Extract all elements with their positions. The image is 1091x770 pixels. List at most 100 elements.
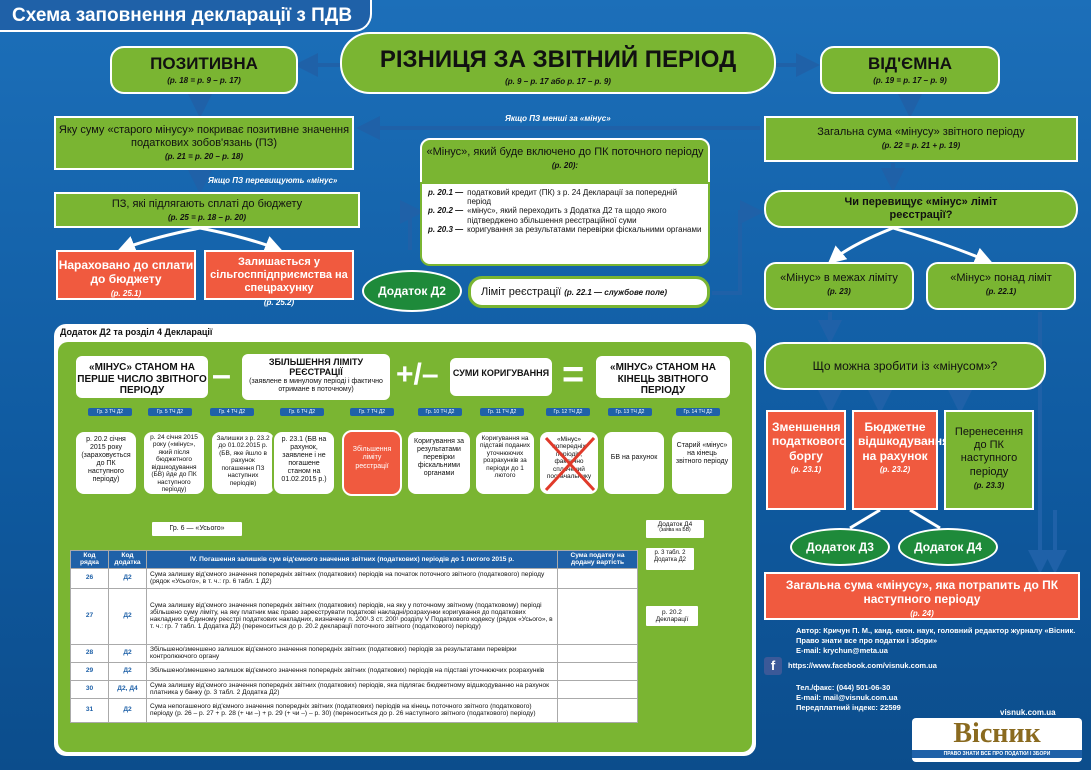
- difference-ref: (р. 9 – р. 17 або р. 17 – р. 9): [505, 76, 611, 86]
- row-sum: [557, 643, 638, 663]
- gr6-total-box: Гр. 6 — «Усього»: [150, 520, 244, 538]
- tag-gr13: Гр. 13 ТЧ Д2: [608, 408, 652, 416]
- d4-ref-box: Додаток Д4 (заява на БВ): [644, 518, 706, 540]
- row-sum: [557, 697, 638, 723]
- tag-gr10: Гр. 10 ТЧ Д2: [418, 408, 462, 416]
- within-text: «Мінус» в межах ліміту: [780, 272, 898, 284]
- minus-sign: –: [212, 356, 231, 394]
- final-minus-box: Загальна сума «мінусу», яка потрапить до…: [764, 572, 1080, 620]
- remain-text: Залишається у сільгосппідприємства на сп…: [210, 256, 348, 295]
- phone: Тел./факс: (044) 501-06-30: [796, 683, 891, 693]
- addon-d3-oval: Додаток Д3: [790, 528, 890, 566]
- limit-ref: (р. 22.1 — службове поле): [564, 288, 668, 297]
- th-section: IV. Погашення залишків сум від'ємного зн…: [146, 550, 558, 569]
- d4-ref-title: Додаток Д4: [657, 521, 693, 528]
- tag-gr12: Гр. 12 ТЧ Д2: [546, 408, 590, 416]
- row-text: Збільшено/зменшено залишок від'ємного зн…: [146, 643, 558, 663]
- positive-ref: (р. 18 = р. 9 – р. 17): [167, 76, 241, 86]
- positive-title: ПОЗИТИВНА: [150, 54, 258, 73]
- equals-sign: =: [562, 354, 585, 396]
- row-code: 28: [70, 643, 109, 663]
- r202-ref-box: р. 20.2 Декларації: [644, 604, 700, 628]
- d4-ref-sub: (заява на БВ): [659, 527, 691, 534]
- cover-ref: (р. 21 = р. 20 – р. 18): [164, 152, 244, 162]
- increase-title: ЗБІЛЬШЕННЯ ЛІМІТУ РЕЄСТРАЦІЇ: [268, 357, 364, 378]
- over-ref: (р. 22.1): [985, 287, 1017, 297]
- refund-ref: (р. 23.2): [879, 465, 911, 475]
- tag-gr14: Гр. 14 ТЧ Д2: [676, 408, 720, 416]
- remain-box: Залишається у сільгосппідприємства на сп…: [204, 250, 354, 307]
- row-text: Сума залишку від'ємного значення поперед…: [146, 587, 558, 645]
- what-can-do-box: Що можна зробити із «мінусом»?: [764, 342, 1046, 390]
- d2-box-7: Коригування на підставі поданих уточнююч…: [474, 430, 536, 496]
- site-url[interactable]: visnuk.com.ua: [1000, 708, 1056, 717]
- th-addon: Код додатка: [108, 550, 147, 569]
- negative-title: ВІД'ЄМНА: [868, 54, 952, 73]
- final-ref: (р. 24): [910, 608, 934, 618]
- d2-box-5: Збільшення ліміту реєстрації: [342, 430, 402, 496]
- budget-ref: (р. 25 = р. 18 – р. 20): [167, 213, 247, 223]
- final-text: Загальна сума «мінусу», яка потрапить до…: [785, 578, 1059, 607]
- exceed-label: Якщо ПЗ перевищують «мінус»: [208, 176, 338, 185]
- visnyk-logo: Вісник ПРАВО ЗНАТИ ВСЕ ПРО ПОДАТКИ І ЗБО…: [912, 718, 1082, 762]
- corrections-box: СУМИ КОРИГУВАННЯ: [448, 356, 554, 398]
- refund-text: Бюджетне відшкодування на рахунок: [858, 420, 950, 463]
- start-minus-box: «МІНУС» СТАНОМ НА ПЕРШЕ ЧИСЛО ЗВІТНОГО П…: [74, 354, 210, 400]
- tag-gr11: Гр. 11 ТЧ Д2: [480, 408, 524, 416]
- line-20-2: р. 20.2 —«мінус», який переходить з Дода…: [428, 206, 667, 225]
- transfer-box: Перенесення до ПК наступного періоду (р.…: [944, 410, 1034, 510]
- row-addon: Д2: [108, 697, 147, 723]
- logo-text: Вісник: [953, 718, 1041, 749]
- tag-gr3: Гр. 3 ТЧ Д2: [88, 408, 132, 416]
- minus-included-ref: (р. 20):: [551, 161, 579, 171]
- cover-text: Яку суму «старого мінусу» покриває позит…: [58, 124, 350, 150]
- row-text: Сума залишку від'ємного значення поперед…: [146, 567, 558, 589]
- accrued-text: Нараховано до сплати до бюджету: [58, 258, 194, 287]
- d2-box-8: «Мінус» попередніх періодів, фактично сп…: [538, 430, 600, 496]
- footer-info: Автор: Кричун П. М., канд. екон. наук, г…: [764, 626, 1084, 760]
- subscription-index: Передплатний індекс: 22599: [796, 702, 901, 712]
- d2-box-3: Залишки з р. 23.2 до 01.02.2015 р. (БВ, …: [210, 430, 276, 496]
- negative-ref: (р. 19 = р. 17 – р. 9): [873, 76, 947, 86]
- total-minus-box: Загальна сума «мінусу» звітного періоду …: [764, 116, 1078, 162]
- row-code: 30: [70, 679, 109, 699]
- budget-text: ПЗ, які підлягають сплаті до бюджету: [111, 198, 303, 210]
- d2-box-6: Коригування за результатами перевірки фі…: [406, 430, 472, 496]
- row-sum: [557, 587, 638, 645]
- d2-box-1: р. 20.2 січня 2015 року (зараховується д…: [74, 430, 138, 496]
- negative-box: ВІД'ЄМНА (р. 19 = р. 17 – р. 9): [820, 46, 1000, 94]
- row-text: Сума залишку від'ємного значення поперед…: [146, 679, 558, 699]
- th-sum: Сума податку на додану вартість: [557, 550, 638, 569]
- section4-table: Код рядка Код додатка IV. Погашення зали…: [70, 550, 638, 723]
- row-code: 26: [70, 567, 109, 589]
- facebook-row: f https://www.facebook.com/visnuk.com.ua: [764, 657, 1084, 676]
- remain-ref: (р. 25.2): [263, 297, 295, 307]
- page-title: Схема заповнення декларації з ПДВ: [0, 0, 372, 32]
- registration-limit-box: Ліміт реєстрації (р. 22.1 — службове пол…: [468, 276, 710, 308]
- author-line: Автор: Кричун П. М., канд. екон. наук, г…: [796, 626, 1076, 645]
- facebook-icon[interactable]: f: [764, 657, 782, 676]
- minus-included-header: «Мінус», який буде включено до ПК поточн…: [420, 138, 710, 184]
- positive-box: ПОЗИТИВНА (р. 18 = р. 9 – р. 17): [110, 46, 298, 94]
- tag-gr6: Гр. 6 ТЧ Д2: [280, 408, 324, 416]
- th-code: Код рядка: [70, 550, 109, 569]
- transfer-text: Перенесення до ПК наступного періоду: [954, 426, 1024, 478]
- logo-slogan: ПРАВО ЗНАТИ ВСЕ ПРО ПОДАТКИ І ЗБОРИ: [912, 750, 1082, 758]
- reduce-debt-box: Зменшення податкового боргу (р. 23.1): [766, 410, 846, 510]
- total-minus-text: Загальна сума «мінусу» звітного періоду: [817, 126, 1025, 138]
- reduce-ref: (р. 23.1): [790, 465, 822, 475]
- row-code: 29: [70, 661, 109, 681]
- budget-box: ПЗ, які підлягають сплаті до бюджету (р.…: [54, 192, 360, 228]
- reduce-text: Зменшення податкового боргу: [772, 420, 847, 463]
- facebook-link[interactable]: https://www.facebook.com/visnuk.com.ua: [788, 661, 937, 671]
- increase-sub: (заявлене в минулому періоді і фактично …: [249, 377, 383, 393]
- minus-included-title: «Мінус», який буде включено до ПК поточн…: [426, 146, 704, 158]
- row-code: 31: [70, 697, 109, 723]
- row-addon: Д2: [108, 661, 147, 681]
- row-addon: Д2, Д4: [108, 679, 147, 699]
